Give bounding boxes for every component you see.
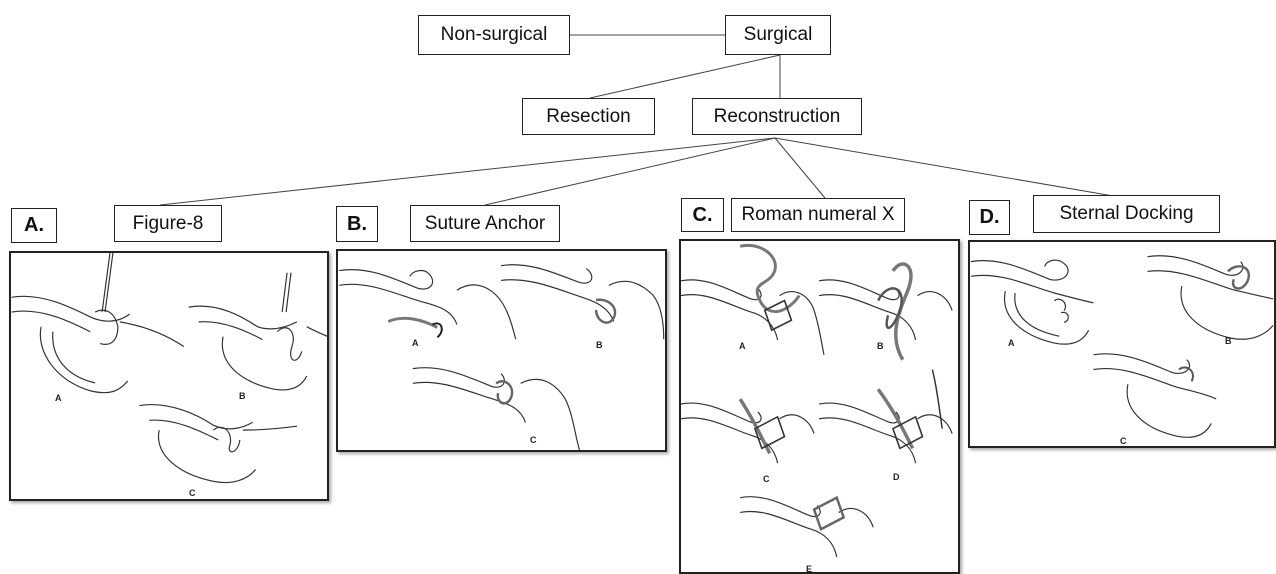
- technique-a-sub-label: C: [189, 488, 196, 498]
- technique-d-sub-label: C: [1120, 436, 1127, 446]
- suture-anchor-drawing: [338, 251, 665, 450]
- technique-b-sub-label: C: [530, 435, 537, 445]
- technique-d-sub-label: A: [1008, 338, 1015, 348]
- technique-c-sub-label: B: [877, 341, 884, 351]
- technique-a-sub-label: A: [55, 393, 62, 403]
- technique-b-letter: B.: [336, 206, 378, 242]
- edge-reconstruction-sutureanchor: [485, 138, 775, 205]
- edge-reconstruction-sternaldocking: [775, 138, 1125, 198]
- technique-a-sub-label: B: [239, 391, 246, 401]
- technique-b-sub-label: B: [596, 340, 603, 350]
- edge-reconstruction-figure8: [160, 138, 775, 205]
- technique-d-letter: D.: [969, 200, 1010, 235]
- technique-c-sub-label: A: [739, 341, 746, 351]
- technique-b-title: Suture Anchor: [410, 205, 560, 242]
- roman-numeral-drawing: [681, 241, 958, 572]
- technique-d-sub-label: B: [1225, 336, 1232, 346]
- technique-d-title: Sternal Docking: [1033, 195, 1220, 233]
- node-non-surgical: Non-surgical: [418, 15, 570, 55]
- technique-c-sub-label: E: [806, 564, 812, 574]
- technique-b-illustration: A B C: [336, 249, 667, 452]
- technique-c-illustration: A B C D E: [679, 239, 960, 574]
- technique-c-title: Roman numeral X: [731, 198, 905, 232]
- node-reconstruction: Reconstruction: [692, 98, 862, 135]
- node-resection: Resection: [522, 98, 655, 135]
- figure8-drawing: [11, 253, 327, 499]
- edge-surgical-resection: [590, 55, 780, 98]
- technique-c-sub-label: D: [893, 472, 900, 482]
- technique-a-illustration: A B C: [9, 251, 329, 501]
- node-surgical: Surgical: [725, 15, 831, 55]
- edge-reconstruction-romannumeral: [775, 138, 825, 198]
- technique-c-letter: C.: [681, 198, 724, 232]
- technique-c-sub-label: C: [763, 474, 770, 484]
- technique-b-sub-label: A: [412, 338, 419, 348]
- technique-d-illustration: A B C: [968, 240, 1276, 448]
- technique-a-title: Figure-8: [114, 205, 222, 242]
- technique-a-letter: A.: [11, 208, 57, 243]
